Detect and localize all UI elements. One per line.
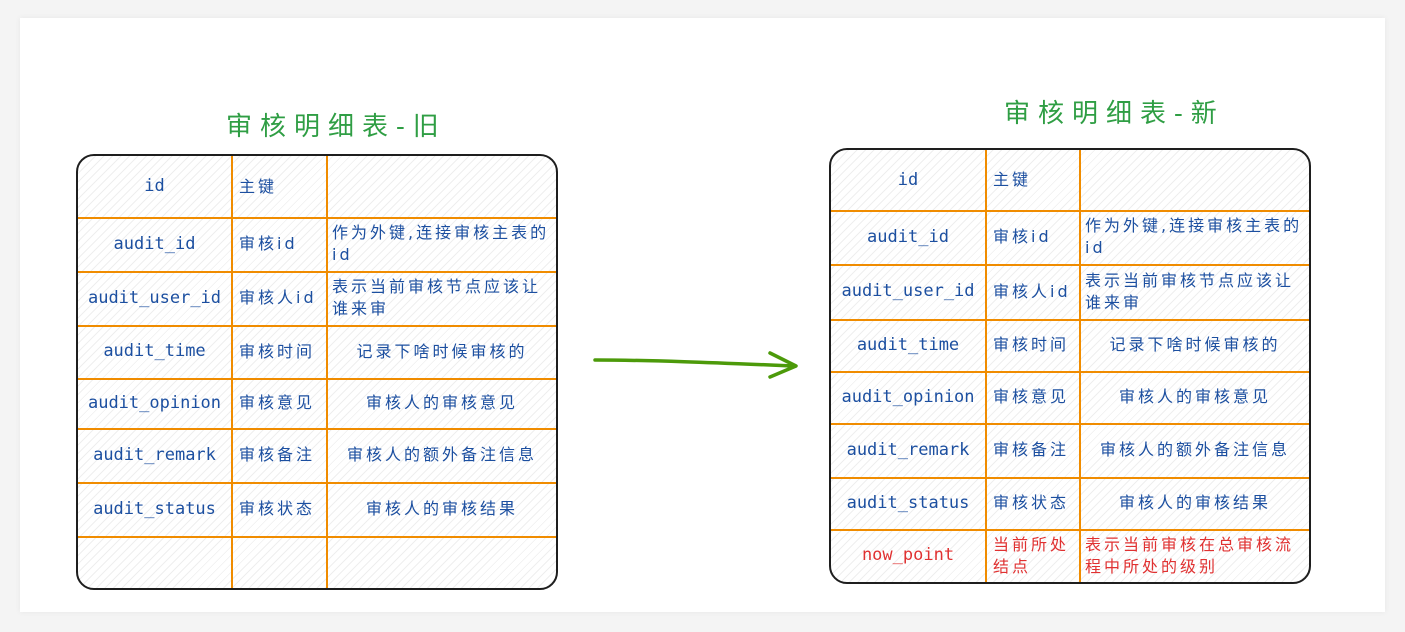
table-row: audit_opinion 审核意见 审核人的审核意见 [78,378,556,430]
table-row: audit_user_id 审核人id 表示当前审核节点应该让谁来审 [78,271,556,327]
new_table-column-divider [985,150,987,582]
table-row: audit_id 审核id 作为外键,连接审核主表的id [831,210,1309,266]
field-desc-cell: 作为外键,连接审核主表的id [1085,216,1303,257]
field-desc-cell: 审核人的审核结果 [365,499,518,519]
table-row: audit_id 审核id 作为外键,连接审核主表的id [78,217,556,273]
table-row: audit_time 审核时间 记录下啥时候审核的 [78,325,556,380]
table-row: audit_remark 审核备注 审核人的额外备注信息 [831,423,1309,479]
field-name-cell: audit_remark [93,444,216,465]
field-name-cell: now_point [861,545,955,566]
field-label-cell: 审核状态 [993,493,1070,513]
field-name-cell: audit_status [93,498,216,519]
field-desc-cell [328,156,556,217]
arrow-right-icon [593,351,798,379]
field-desc-cell: 审核人的额外备注信息 [1099,440,1290,460]
field-desc-cell [1081,150,1309,210]
table-row: audit_opinion 审核意见 审核人的审核意见 [831,371,1309,425]
field-desc-cell [328,536,556,588]
field-label-cell: 主键 [239,176,278,196]
field-name-cell: audit_remark [846,439,970,460]
field-label-cell: 主键 [993,170,1032,190]
field-label-cell: 审核备注 [239,445,316,465]
table-row: audit_remark 审核备注 审核人的额外备注信息 [78,428,556,484]
field-label-cell: 审核人id [993,281,1071,301]
field-desc-cell: 作为外键,连接审核主表的id [332,223,550,264]
table-row: now_point 当前所处结点表示当前审核在总审核流程中所处的级别 [831,529,1309,582]
field-desc-cell: 表示当前审核节点应该让谁来审 [332,277,542,318]
old-table-title: 审核明细表-旧 [226,112,447,142]
old_table-column-divider [231,156,233,588]
old-table: id 主键 audit_id 审核id 作为外键,连接审核主表的id audit_user… [76,154,558,590]
field-label-cell: 审核意见 [993,387,1070,407]
field-label-cell: 审核备注 [993,440,1070,460]
field-label-cell: 当前所处结点 [993,534,1070,576]
field-label-cell: 审核状态 [239,499,316,519]
field-name-cell: audit_id [113,233,196,254]
field-name-cell: audit_status [846,492,970,513]
field-desc-cell: 记录下啥时候审核的 [356,341,528,361]
new_table-column-divider [1079,150,1081,582]
field-label-cell: 审核id [993,227,1052,247]
field-label-cell [233,536,326,588]
field-label-cell: 审核id [239,234,298,254]
field-name-cell: audit_time [856,334,960,355]
field-desc-cell: 审核人的审核意见 [365,393,518,413]
field-desc-cell: 审核人的审核结果 [1118,493,1271,513]
field-name-cell: audit_opinion [841,386,975,407]
field-desc-cell: 审核人的额外备注信息 [346,445,537,465]
table-row: audit_time 审核时间 记录下啥时候审核的 [831,319,1309,373]
field-name-cell: id [897,169,919,190]
field-name-cell [78,536,231,588]
table-row: audit_status 审核状态 审核人的审核结果 [78,482,556,538]
field-label-cell: 审核时间 [993,335,1070,355]
field-label-cell: 审核意见 [239,393,316,413]
field-name-cell: audit_id [867,226,949,247]
table-row: id 主键 [78,156,556,219]
field-desc-cell: 审核人的审核意见 [1118,387,1271,407]
field-name-cell: audit_user_id [87,287,222,308]
table-row [78,536,556,588]
new-table: id 主键 audit_id 审核id 作为外键,连接审核主表的id audit_user… [829,148,1311,584]
field-label-cell: 审核时间 [239,341,316,361]
table-row: audit_status 审核状态 审核人的审核结果 [831,477,1309,531]
field-desc-cell: 表示当前审核节点应该让谁来审 [1085,270,1295,312]
field-name-cell: audit_opinion [87,392,222,413]
old_table-column-divider [326,156,328,588]
field-name-cell: audit_user_id [841,281,975,302]
field-desc-cell: 记录下啥时候审核的 [1109,335,1281,355]
field-name-cell: audit_time [103,341,206,362]
field-label-cell: 审核人id [239,288,317,308]
field-desc-cell: 表示当前审核在总审核流程中所处的级别 [1085,534,1295,576]
table-row: audit_user_id 审核人id 表示当前审核节点应该让谁来审 [831,264,1309,321]
field-name-cell: id [144,176,165,197]
table-row: id 主键 [831,150,1309,212]
new-table-title: 审核明细表-新 [1004,99,1225,129]
